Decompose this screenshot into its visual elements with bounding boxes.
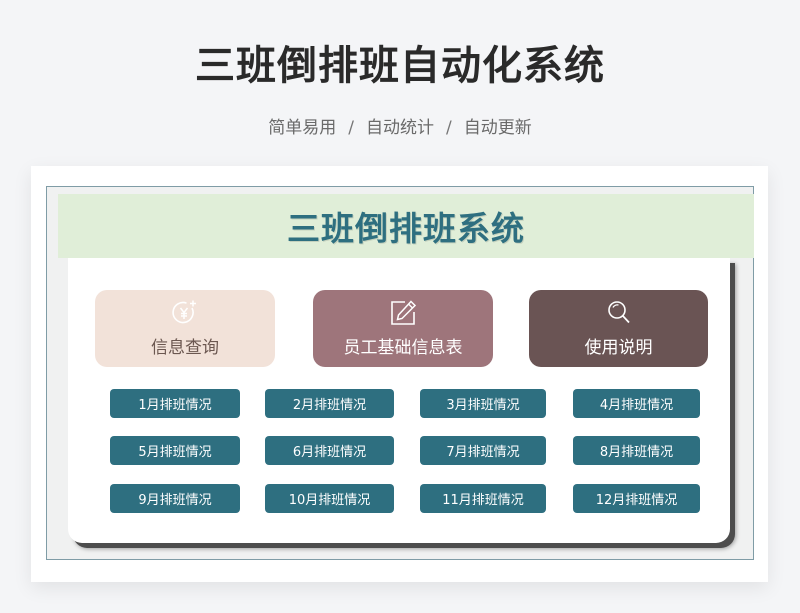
yuan-plus-icon	[172, 300, 196, 324]
month-button-7[interactable]: 7月排班情况	[420, 436, 546, 465]
month-button-8[interactable]: 8月排班情况	[573, 436, 700, 465]
usage-guide-button[interactable]: 使用说明	[529, 290, 708, 367]
subtitle-separator: /	[348, 118, 354, 138]
month-button-5[interactable]: 5月排班情况	[110, 436, 240, 465]
month-button-9[interactable]: 9月排班情况	[110, 484, 240, 513]
usage-guide-label: 使用说明	[584, 338, 653, 358]
month-button-11[interactable]: 11月排班情况	[420, 484, 546, 513]
subtitle-item: 自动统计	[366, 118, 434, 138]
banner: 三班倒排班系统	[58, 194, 754, 258]
subtitle-item: 简单易用	[268, 118, 337, 138]
month-button-6[interactable]: 6月排班情况	[265, 436, 394, 465]
month-button-4[interactable]: 4月排班情况	[573, 389, 700, 418]
month-button-1[interactable]: 1月排班情况	[110, 389, 240, 418]
sheet-frame: 三班倒排班系统 信息查询 员工基础信息表	[46, 186, 754, 560]
staff-info-button[interactable]: 员工基础信息表	[313, 290, 493, 367]
subtitle: 简单易用 / 自动统计 / 自动更新	[0, 113, 800, 138]
page-title: 三班倒排班自动化系统	[195, 43, 605, 89]
edit-pencil-icon	[391, 300, 417, 325]
month-button-2[interactable]: 2月排班情况	[265, 389, 394, 418]
info-query-label: 信息查询	[151, 338, 219, 358]
month-button-10[interactable]: 10月排班情况	[265, 484, 394, 513]
month-button-3[interactable]: 3月排班情况	[420, 389, 546, 418]
banner-title: 三班倒排班系统	[287, 209, 525, 248]
info-query-button[interactable]: 信息查询	[95, 290, 275, 367]
navigation-panel: 信息查询 员工基础信息表 使用说明 1月排班情况	[68, 258, 730, 543]
subtitle-separator: /	[446, 118, 452, 138]
subtitle-item: 自动更新	[463, 118, 532, 138]
staff-info-label: 员工基础信息表	[343, 338, 463, 358]
preview-card: 三班倒排班系统 信息查询 员工基础信息表	[31, 166, 768, 582]
magnifier-icon	[607, 301, 630, 324]
month-button-12[interactable]: 12月排班情况	[573, 484, 700, 513]
